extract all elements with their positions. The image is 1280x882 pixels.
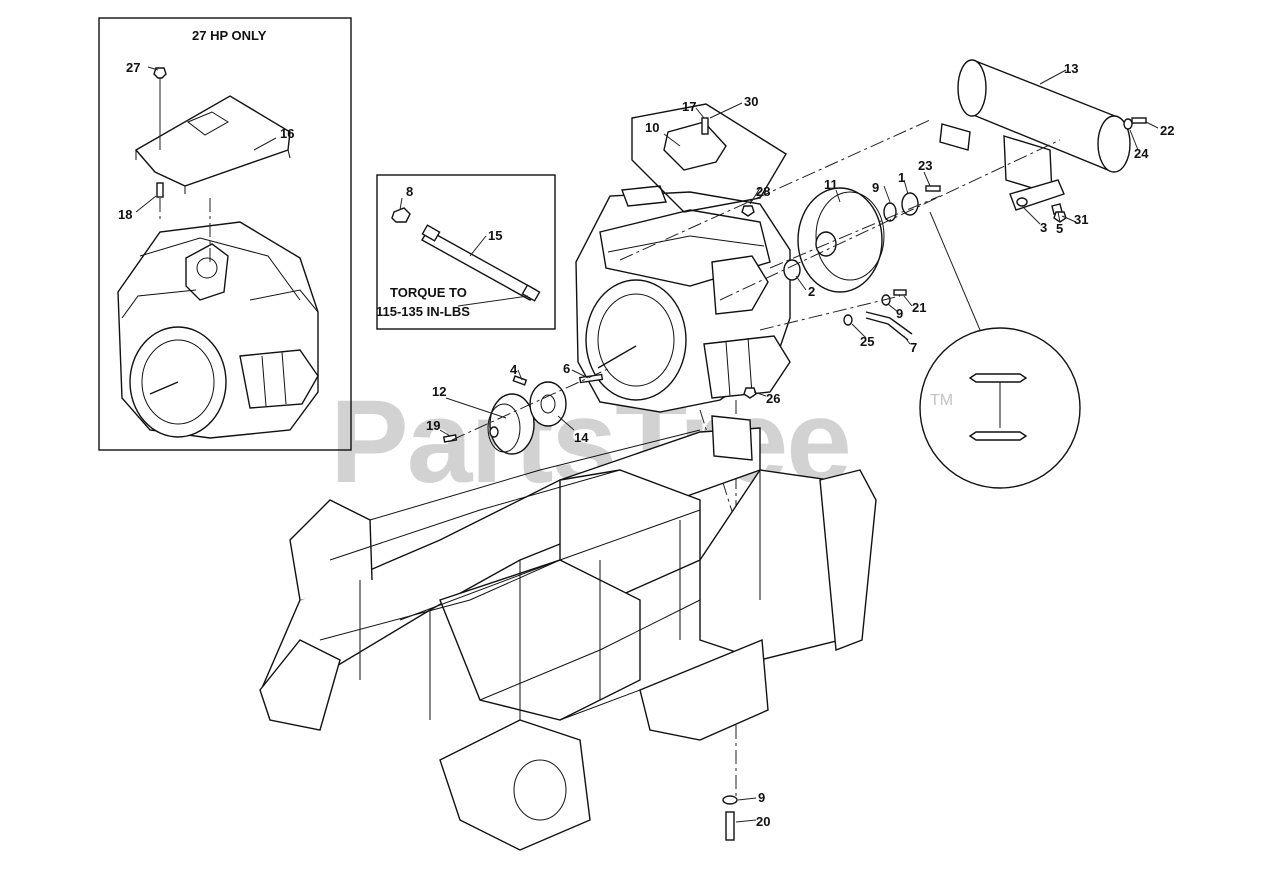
bolt-23 [1131, 117, 1147, 124]
bolt-18 [701, 117, 709, 135]
callout-18: 17 [682, 99, 696, 114]
callout-9-bottom: 9 [758, 790, 765, 805]
leader-lines [135, 66, 1159, 823]
callout-3: 3 [1040, 220, 1047, 235]
callout-26: 25 [860, 334, 874, 349]
mower-frame [259, 205, 1067, 851]
detail-circle [919, 211, 1081, 489]
air-filter [711, 255, 769, 315]
dipstick-tube [421, 229, 537, 301]
callout-20: 19 [426, 418, 440, 433]
starter-motor [703, 335, 791, 399]
trademark-text: TM [930, 392, 953, 409]
callout-21: 20 [756, 814, 770, 829]
nut-27 [743, 387, 757, 399]
plug-8 [391, 207, 411, 223]
callout-25: 24 [1134, 146, 1149, 161]
callout-11: 10 [645, 120, 659, 135]
torque-note-box: TORQUE TO 115-135 IN-LBS [376, 174, 556, 330]
clutch-12 [797, 187, 883, 293]
main-engine [575, 185, 791, 413]
linkage-rod-7 [843, 289, 913, 341]
engine-flywheel-cover [585, 279, 687, 401]
callout-6: 6 [563, 361, 570, 376]
callout-31: 30 [744, 94, 758, 109]
callout-24: 23 [918, 158, 932, 173]
callout-27: 26 [766, 391, 780, 406]
bolt-6 [579, 373, 604, 384]
callout-5: 5 [1056, 221, 1063, 236]
callout-labels: 27 18 16 8 15 17 30 10 28 11 9 1 23 13 2… [118, 60, 1174, 829]
callout-1: 1 [898, 170, 905, 185]
nut-29 [741, 205, 755, 217]
callout-10: 9 [872, 180, 879, 195]
bolt-24 [925, 185, 941, 192]
nut-28 [153, 67, 167, 79]
nut-30 [1053, 211, 1067, 223]
callout-16: 15 [488, 228, 502, 243]
engine-pulley [442, 373, 604, 455]
callout-15: 14 [574, 430, 589, 445]
callout-14: 13 [1064, 61, 1078, 76]
callout-13: 12 [432, 384, 446, 399]
bolt-21 [725, 811, 735, 841]
callout-12: 11 [824, 177, 838, 192]
bracket-11 [663, 121, 727, 171]
key-4 [512, 375, 528, 386]
washer-10 [883, 202, 897, 222]
engine-mount-bracket [711, 415, 753, 461]
inset-header: 27 HP ONLY [192, 28, 267, 43]
washer-1 [901, 192, 919, 216]
heat-shield-plate [134, 95, 291, 194]
muffler-14 [939, 59, 1147, 215]
torque-note-line1: TORQUE TO [390, 285, 467, 300]
pto-clutch [783, 185, 941, 293]
gasket-3 [1016, 197, 1028, 207]
callout-17: 16 [280, 126, 294, 141]
bolt-19 [156, 182, 164, 198]
engine-inset [117, 221, 319, 439]
hub-15 [529, 381, 567, 427]
washer-9-bottom [722, 795, 738, 805]
torque-note-line2: 115-135 IN-LBS [376, 304, 470, 319]
callout-4: 4 [510, 362, 518, 377]
torque-frame [376, 174, 556, 330]
inset-27hp: 27 HP ONLY [98, 17, 352, 451]
battery-tray [639, 638, 769, 741]
cover-bracket-31 [631, 103, 787, 213]
callout-30: 31 [1074, 212, 1088, 227]
washer-25 [1123, 118, 1133, 130]
front-caster-mount-left [439, 719, 591, 851]
callout-8: 8 [406, 184, 413, 199]
callout-2: 2 [808, 284, 815, 299]
bolt-22 [893, 289, 907, 296]
callout-7: 7 [910, 340, 917, 355]
callout-9-top: 9 [896, 306, 903, 321]
callout-23: 22 [1160, 123, 1174, 138]
callout-22: 21 [912, 300, 926, 315]
callout-28: 27 [126, 60, 140, 75]
pulley-13 [489, 393, 535, 455]
callout-29: 28 [756, 184, 770, 199]
inset-frame [98, 17, 352, 451]
washer-26 [843, 314, 853, 326]
exhaust-flange [939, 123, 971, 151]
callout-19: 18 [118, 207, 132, 222]
